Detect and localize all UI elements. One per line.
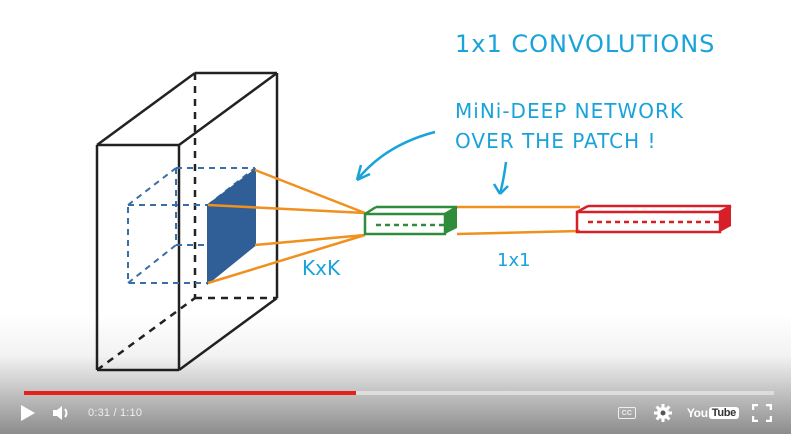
input-volume-box <box>95 71 279 372</box>
patch-face <box>207 168 256 286</box>
fullscreen-button[interactable] <box>745 398 779 428</box>
down-arrow-head <box>492 183 509 195</box>
youtube-logo-tube: Tube <box>708 407 739 419</box>
youtube-logo-you: You <box>686 406 708 420</box>
kernel-size-label: KxK <box>302 256 341 280</box>
cc-icon: CC <box>617 407 636 419</box>
youtube-logo[interactable]: You Tube <box>687 398 739 428</box>
progress-bar[interactable] <box>24 391 774 395</box>
annotation-line-1: MiNi-DEEP NETWORK <box>455 99 684 123</box>
progress-played <box>24 391 357 395</box>
play-icon <box>21 405 35 421</box>
time-display: 0:31 / 1:10 <box>88 407 143 419</box>
volume-icon <box>53 406 68 420</box>
down-arrow-icon <box>498 161 508 195</box>
projection-lines <box>207 168 581 285</box>
curved-arrow-head <box>355 164 371 182</box>
annotation-line-2: OVER THE PATCH ! <box>455 129 657 153</box>
captions-button[interactable]: CC <box>609 398 645 428</box>
green-feature-block <box>363 205 458 236</box>
drawing-title: 1x1 CONVOLUTIONS <box>455 30 715 58</box>
volume-button[interactable] <box>44 398 80 428</box>
green-block-face <box>445 207 457 234</box>
settings-gear-icon <box>653 404 672 422</box>
pointwise-label: 1x1 <box>497 250 531 271</box>
fullscreen-icon <box>752 404 772 422</box>
play-button[interactable] <box>12 398 44 428</box>
settings-button[interactable] <box>645 398 681 428</box>
control-bar: 0:31 / 1:10 CC You Tube <box>12 398 779 428</box>
red-block-face <box>720 206 731 232</box>
patch-volume-dashed <box>127 167 256 284</box>
red-output-block <box>575 204 732 234</box>
curved-arrow-icon <box>356 130 436 181</box>
